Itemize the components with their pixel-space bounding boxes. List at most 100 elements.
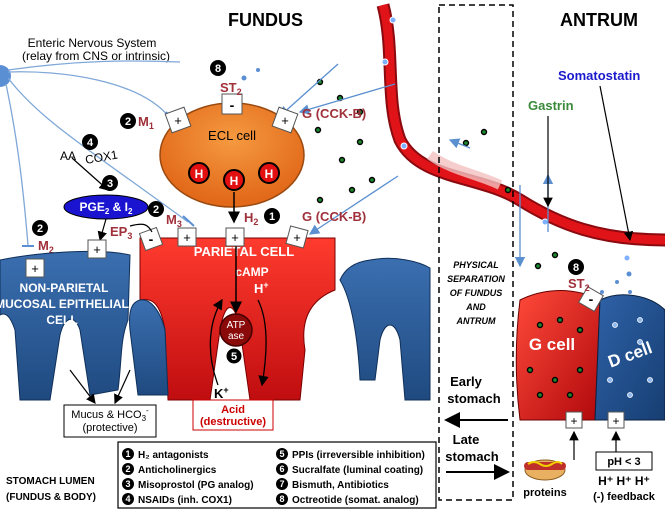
- svg-text:2: 2: [125, 464, 130, 474]
- svg-text:+: +: [570, 414, 577, 428]
- parietal-cell-label: PARIETAL CELL: [194, 244, 294, 259]
- blood-vessel: [376, 3, 665, 247]
- gcckb-label-parietal: G (CCK-B): [302, 209, 366, 224]
- atpase-label-2: ase: [228, 331, 245, 342]
- svg-text:1: 1: [125, 449, 130, 459]
- gastrin-label: Gastrin: [528, 98, 574, 113]
- early-stomach-label-2: stomach: [447, 391, 501, 406]
- svg-text:3: 3: [125, 479, 130, 489]
- st2-label: ST2: [220, 80, 242, 97]
- nonparietal-label-1: NON-PARIETAL: [20, 281, 109, 295]
- svg-text:8: 8: [215, 63, 221, 75]
- aa-label: AA: [60, 149, 76, 163]
- cox1-label: COX1: [84, 147, 119, 167]
- svg-text:Anticholinergics: Anticholinergics: [138, 465, 217, 476]
- badge-2-m2: 2: [32, 220, 48, 236]
- svg-text:PHYSICAL: PHYSICAL: [453, 260, 499, 270]
- aa-arrow: [71, 157, 109, 191]
- drug-item-5: 5 PPIs (irreversible inhibition): [276, 448, 425, 461]
- early-stomach-label-1: Early: [450, 374, 483, 389]
- svg-text:5: 5: [279, 449, 284, 459]
- nerve-fibers: [5, 60, 189, 246]
- ep3-inhibit-line: [129, 223, 153, 233]
- atpase-pump: [219, 313, 253, 347]
- somatostatin-dots: [241, 68, 632, 294]
- mucus-box: [63, 404, 157, 438]
- antrum-st2-minus: -: [589, 291, 594, 307]
- d-cell-granules: [607, 317, 653, 398]
- ens-label-line1: Enteric Nervous System: [28, 36, 157, 50]
- acid-label-2: (destructive): [200, 416, 266, 428]
- svg-text:SEPARATION: SEPARATION: [447, 274, 505, 284]
- acid-box: [192, 399, 274, 431]
- svg-text:+: +: [612, 414, 619, 428]
- proteins-label: proteins: [523, 487, 566, 499]
- vessel-dots: [381, 16, 631, 262]
- svg-text:Sucralfate (luminal coating): Sucralfate (luminal coating): [292, 465, 423, 476]
- h-ions-label: H⁺ H⁺ H⁺: [598, 474, 650, 488]
- m3-label: M3: [166, 212, 182, 229]
- ens-label-line2: (relay from CNS or intrinsic): [22, 49, 170, 63]
- plus-sign: +: [281, 113, 289, 128]
- svg-text:5: 5: [231, 351, 237, 363]
- svg-text:Octreotide (somat. analog): Octreotide (somat. analog): [292, 495, 419, 506]
- antrum-st2-label: ST2: [568, 276, 590, 293]
- camp-label: cAMP: [235, 265, 268, 279]
- antrum-header: ANTRUM: [560, 10, 638, 30]
- blue-cell-right: [339, 257, 431, 401]
- minus-sign: -: [230, 97, 235, 113]
- h-plus-label: H+: [254, 280, 269, 296]
- svg-text:+: +: [31, 261, 39, 276]
- ecl-histamine-granules: H H H: [188, 162, 280, 191]
- drug-item-3: 3 Misoprostol (PG analog): [122, 478, 254, 491]
- antrum-base-receptors: + +: [565, 411, 625, 429]
- feedback-label: (-) feedback: [593, 491, 656, 503]
- svg-text:-: -: [149, 231, 154, 247]
- histamine-label: H: [230, 174, 239, 188]
- svg-text:2: 2: [37, 223, 43, 235]
- atpase-label-1: ATP: [227, 320, 246, 331]
- hotdog-icon: [524, 459, 566, 481]
- m2-label: M2: [38, 238, 54, 255]
- ecl-receptors: + - +: [164, 93, 299, 134]
- blue-cell-middle: [129, 299, 169, 396]
- svg-text:Bismuth, Antibiotics: Bismuth, Antibiotics: [292, 480, 389, 491]
- svg-text:4: 4: [87, 137, 94, 149]
- svg-text:8: 8: [279, 494, 284, 504]
- svg-text:2: 2: [125, 116, 131, 128]
- separation-box: [438, 4, 514, 501]
- nonparietal-receptors: + +: [25, 239, 107, 278]
- svg-text:PPIs (irreversible inhibition): PPIs (irreversible inhibition): [292, 450, 425, 461]
- svg-text:NSAIDs (inh. COX1): NSAIDs (inh. COX1): [138, 495, 232, 506]
- badge-8-ecl: 8: [210, 60, 226, 76]
- lumen-label-1: STOMACH LUMEN: [6, 476, 95, 487]
- late-stomach-label-2: stomach: [445, 449, 499, 464]
- somatostatin-label: Somatostatin: [558, 68, 640, 83]
- svg-text:+: +: [231, 230, 239, 245]
- histamine-label: H: [195, 167, 204, 181]
- k-plus-label: K+: [214, 385, 229, 401]
- antrum-st2-receptor: [578, 286, 604, 312]
- svg-text:ANTRUM: ANTRUM: [456, 316, 496, 326]
- svg-text:+: +: [93, 242, 101, 257]
- plus-sign: +: [174, 113, 182, 128]
- badge-3: 3: [102, 175, 118, 191]
- g-cell: [515, 290, 601, 421]
- svg-text:Misoprostol (PG analog): Misoprostol (PG analog): [138, 480, 254, 491]
- separation-label: PHYSICAL SEPARATION OF FUNDUS AND ANTRUM: [447, 260, 505, 326]
- lumen-label-2: (FUNDUS & BODY): [6, 492, 96, 503]
- g-cell-granules: [526, 316, 584, 399]
- acid-label-1: Acid: [221, 404, 245, 416]
- badge-4: 4: [82, 134, 98, 150]
- late-stomach-label-1: Late: [453, 432, 480, 447]
- svg-text:2: 2: [153, 204, 159, 216]
- badge-5: 5: [225, 347, 243, 365]
- svg-text:+: +: [183, 230, 191, 245]
- m1-label: M1: [138, 114, 154, 131]
- svg-text:OF FUNDUS: OF FUNDUS: [450, 288, 503, 298]
